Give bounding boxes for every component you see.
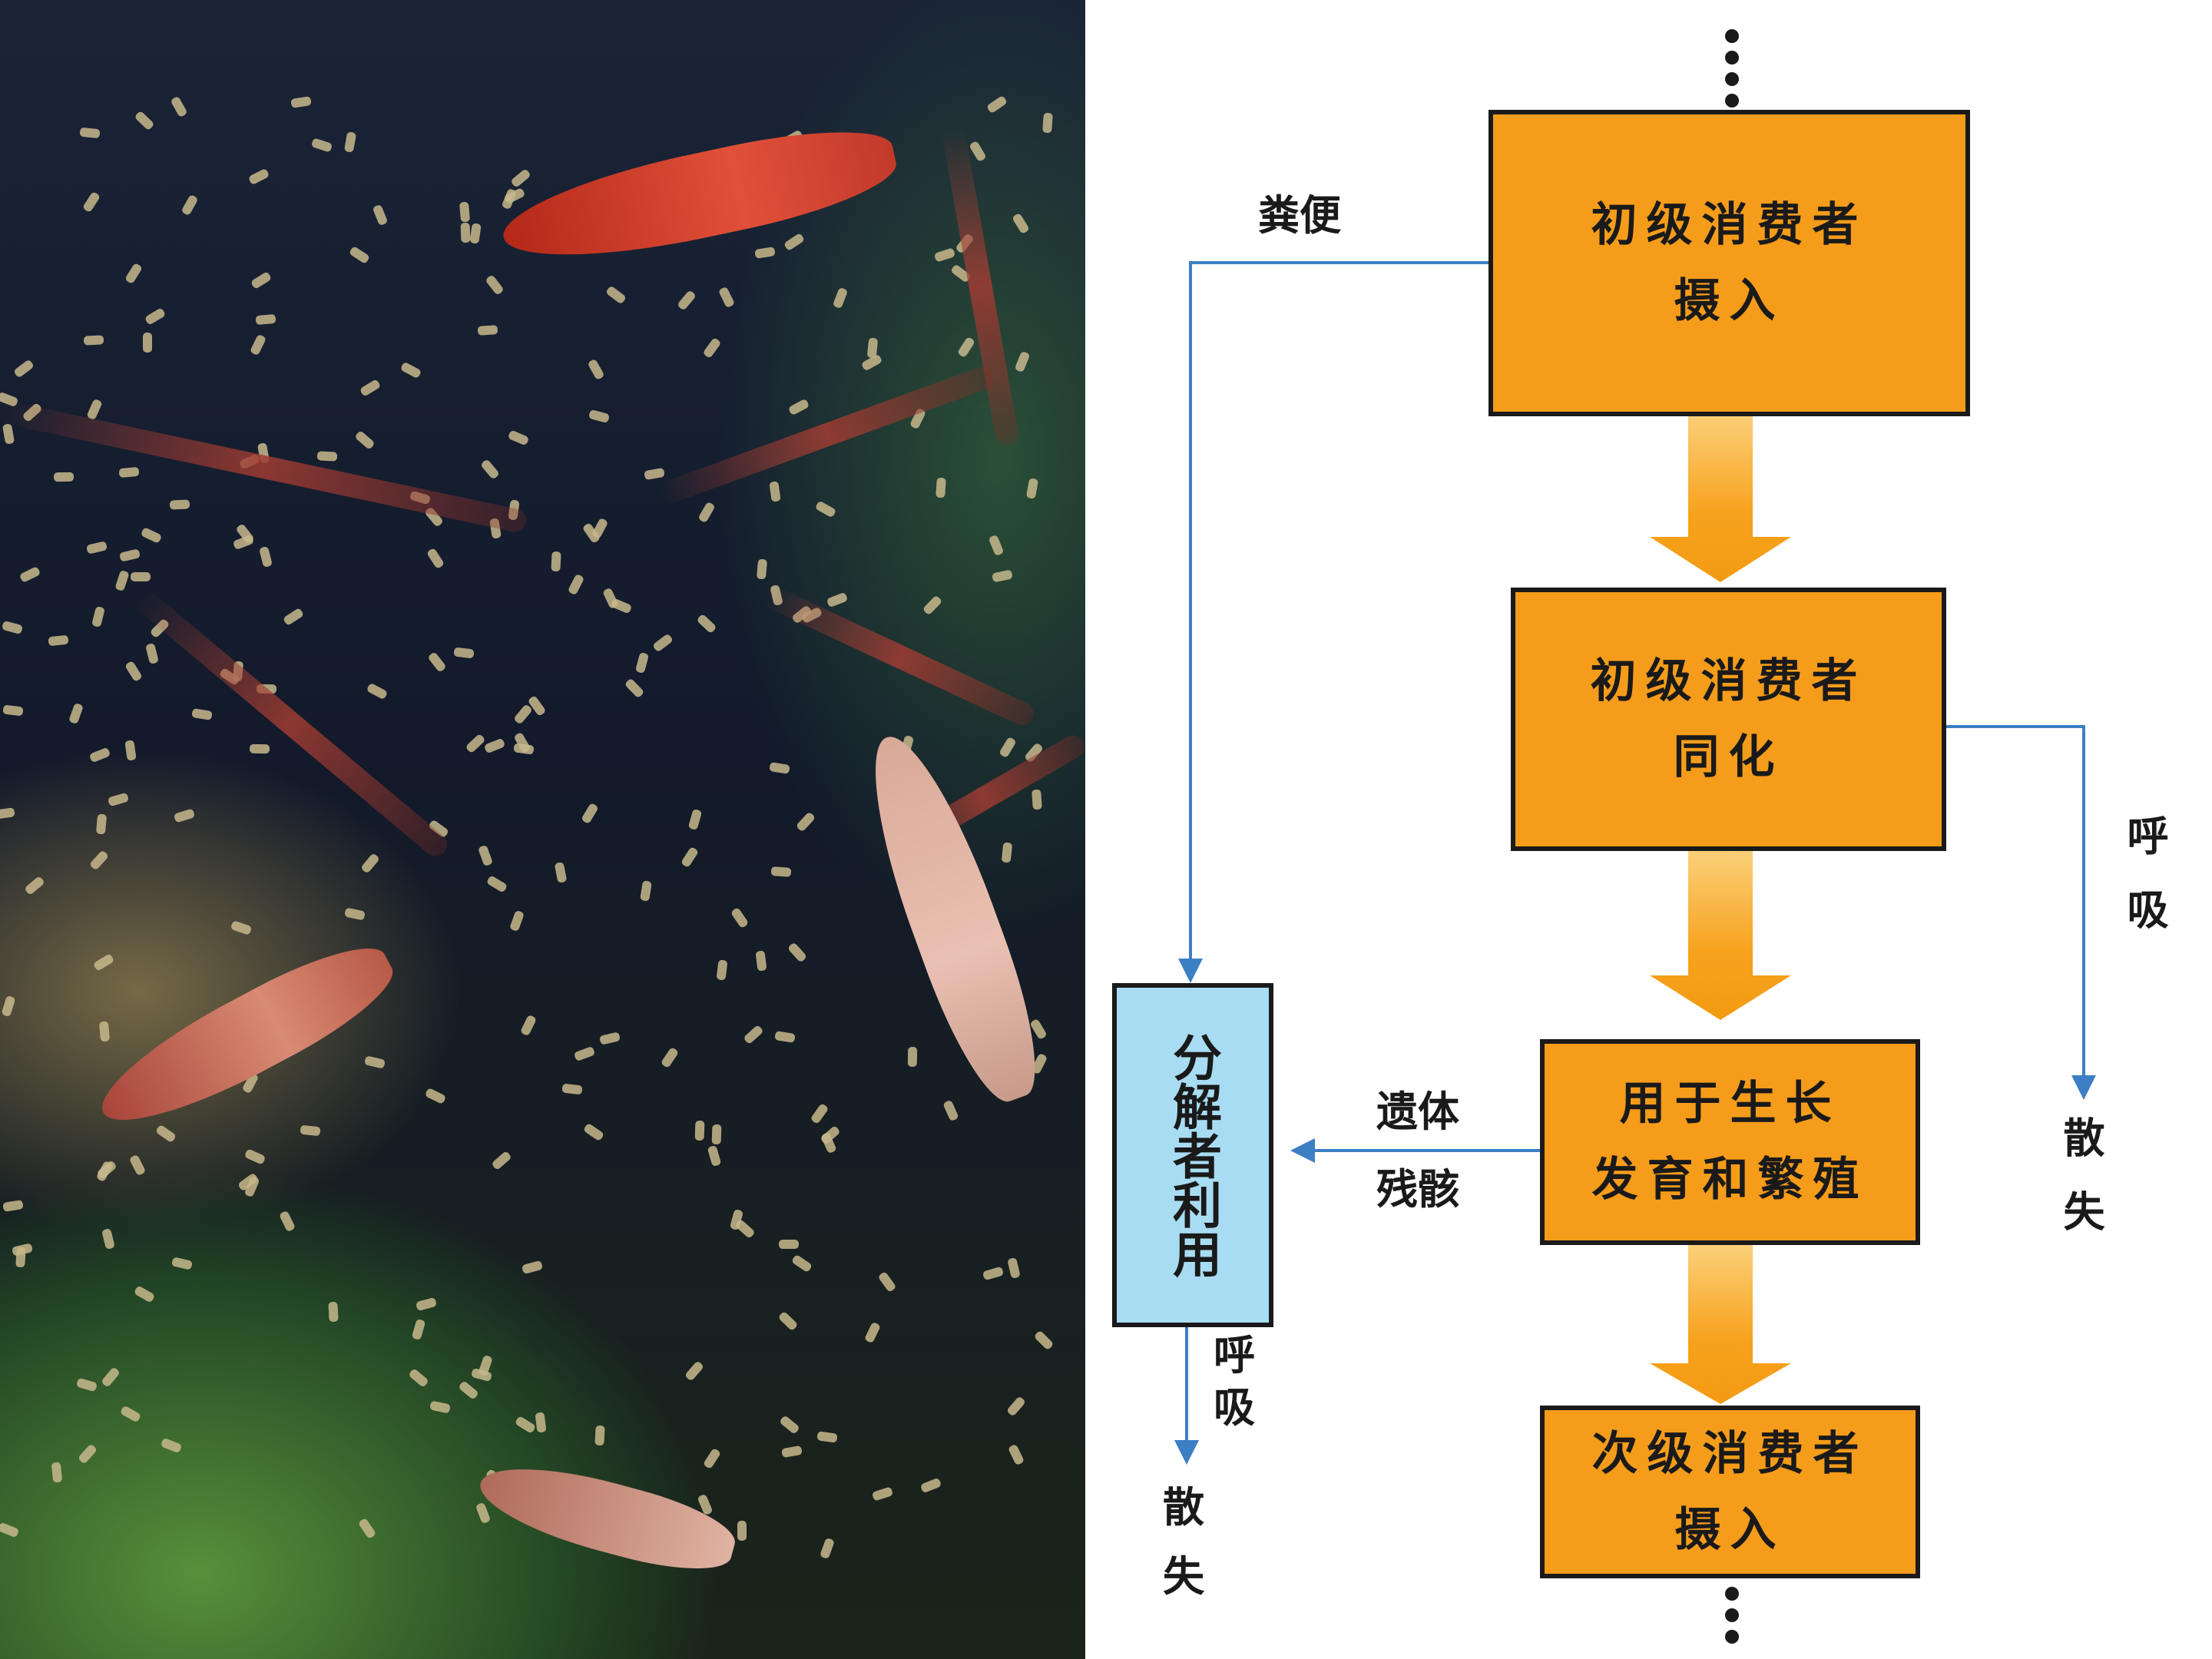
respiration-label-right: 呼吸 [2120,814,2169,962]
respiration-arrowhead-right [2071,1075,2096,1100]
primary-intake-line2: 摄入 [1674,273,1785,328]
continuation-dots-bottom [1725,1587,1740,1651]
food-pellet [142,332,152,353]
secondary-consumer-intake-box: 次级消费者 摄入 [1540,1406,1920,1578]
orange-arrow-3 [1650,1245,1791,1404]
primary-consumer-intake-box: 初级消费者 摄入 [1488,110,1970,416]
orange-arrow-2 [1650,851,1791,1020]
respiration-label-left-2: 吸 [1214,1382,1255,1432]
growth-line1: 用于生长 [1619,1077,1841,1131]
primary-assim-line2: 同化 [1673,730,1784,784]
remains-label-1: 遗体 [1376,1087,1459,1136]
decomposer-utilization-box: 分解者利用 [1112,983,1273,1327]
growth-reproduction-box: 用于生长 发育和繁殖 [1540,1039,1920,1245]
dissipate-label-left-2: 失 [1163,1551,1204,1601]
primary-consumer-assimilation-box: 初级消费者 同化 [1511,588,1946,851]
growth-line2: 发育和繁殖 [1591,1153,1869,1207]
remains-arrowhead [1290,1138,1315,1163]
decomposer-text: 分解者利用 [1164,1032,1221,1278]
dissipate-label-right: 散失 [2056,1116,2105,1263]
continuation-dots-top [1725,29,1740,115]
remains-label-2: 残骸 [1376,1164,1459,1214]
primary-assim-line1: 初级消费者 [1590,654,1867,708]
orange-arrow-1 [1650,412,1791,582]
respiration-arrowhead-left [1174,1440,1199,1465]
secondary-intake-line2: 摄入 [1674,1502,1786,1557]
primary-intake-line1: 初级消费者 [1591,197,1868,252]
respiration-label-left-1: 呼 [1214,1330,1255,1379]
feces-label: 粪便 [1258,190,1341,240]
dissipate-label-left-1: 散 [1163,1482,1204,1532]
shrimp-aquarium-photo [0,0,1085,1659]
feces-flow-line [1189,261,1488,964]
secondary-intake-line1: 次级消费者 [1591,1426,1869,1481]
feces-arrowhead [1178,959,1203,983]
food-pellet [737,1521,747,1541]
respiration-flow-line-right [1943,725,2085,1079]
